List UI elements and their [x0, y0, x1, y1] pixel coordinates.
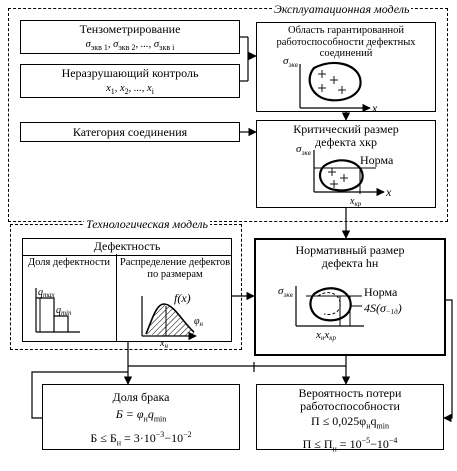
area-x-label: x: [371, 101, 378, 115]
tenzometry-title: Тензометрирование: [79, 22, 181, 36]
loss-probability-line1: П ≤ 0,025φнqmin: [311, 414, 389, 431]
xn-label: xн: [159, 338, 168, 350]
reject-share-line2: Б ≤ Бн = 3·10−3−10−2: [90, 430, 192, 448]
qmax-label: qmax: [38, 287, 56, 299]
reject-share-line1: Б = φнqmin: [115, 407, 167, 424]
defectiveness-box: Дефектность: [22, 238, 232, 342]
area-sigma-label: σэкв: [283, 55, 298, 69]
critical-xkr-label: xкр: [349, 196, 362, 208]
fx-label: f(x): [174, 291, 191, 305]
defect-distribution-panel: Распределение дефектов по размерам: [118, 254, 232, 342]
distribution-chart: [141, 296, 197, 341]
category-title: Категория соединения: [72, 125, 188, 139]
qmin-label: qmin: [56, 305, 72, 317]
loss-probability-title: Вероятность потери работоспособности: [298, 386, 402, 413]
defect-share-panel: Доля дефектности: [22, 254, 117, 342]
tenzometry-formula: σэкв 1, σэкв 2, ..., σэкв i: [85, 39, 175, 53]
operational-model-label: Эксплуатационная модель: [272, 2, 412, 17]
operability-area-title: Область гарантированной работоспособност…: [276, 25, 416, 59]
ndt-box: Неразрушающий контроль x1, x2, ..., xi: [20, 64, 240, 98]
reject-share-box: Доля брака Б = φнqmin Б ≤ Бн = 3·10−3−10…: [42, 384, 240, 450]
defectiveness-title: Дефектность: [23, 240, 231, 256]
defect-share-title: Доля дефектности: [27, 257, 111, 268]
critical-x-label: x: [385, 185, 392, 199]
critical-size-title: Критический размер дефекта xкр: [293, 122, 399, 149]
ndt-title: Неразрушающий контроль: [61, 66, 199, 80]
normative-formula-label: 4S(σ−1д): [364, 301, 402, 316]
critical-size-box: Критический размер дефекта xкр: [256, 120, 436, 208]
input-connectors: [31, 36, 453, 423]
defect-share-chart: [35, 288, 80, 333]
ndt-formula: x1, x2, ..., xi: [106, 83, 154, 97]
phi-label: φн: [194, 316, 204, 328]
category-box: Категория соединения: [20, 122, 240, 142]
loss-probability-line2: П ≤ Пн = 10−5−10−4: [302, 436, 398, 454]
normative-xaxis-label: xнxкр: [315, 329, 337, 342]
operability-area-box: Область гарантированной работоспособност…: [256, 22, 436, 112]
technological-model-label: Технологическая модель: [84, 217, 210, 232]
tenzometry-box: Тензометрирование σэкв 1, σэкв 2, ..., σ…: [20, 20, 240, 54]
loss-probability-box: Вероятность потери работоспособности П ≤…: [256, 384, 444, 454]
normative-sigma-label: σэкв: [278, 285, 293, 299]
normative-size-plot: [295, 286, 364, 327]
operability-area-plot: [299, 61, 371, 113]
defect-distribution-title: Распределение дефектов по размерам: [119, 257, 231, 280]
critical-sigma-label: σэкв: [296, 143, 311, 157]
critical-norma-label: Норма: [360, 153, 394, 167]
normative-norma-label: Норма: [364, 285, 398, 299]
critical-size-plot: [313, 150, 385, 197]
area-contour: [308, 61, 362, 102]
normative-size-title: Нормативный размер дефекта hн: [295, 243, 405, 270]
reject-share-title: Доля брака: [112, 390, 170, 404]
operational-model-region: [8, 8, 448, 222]
